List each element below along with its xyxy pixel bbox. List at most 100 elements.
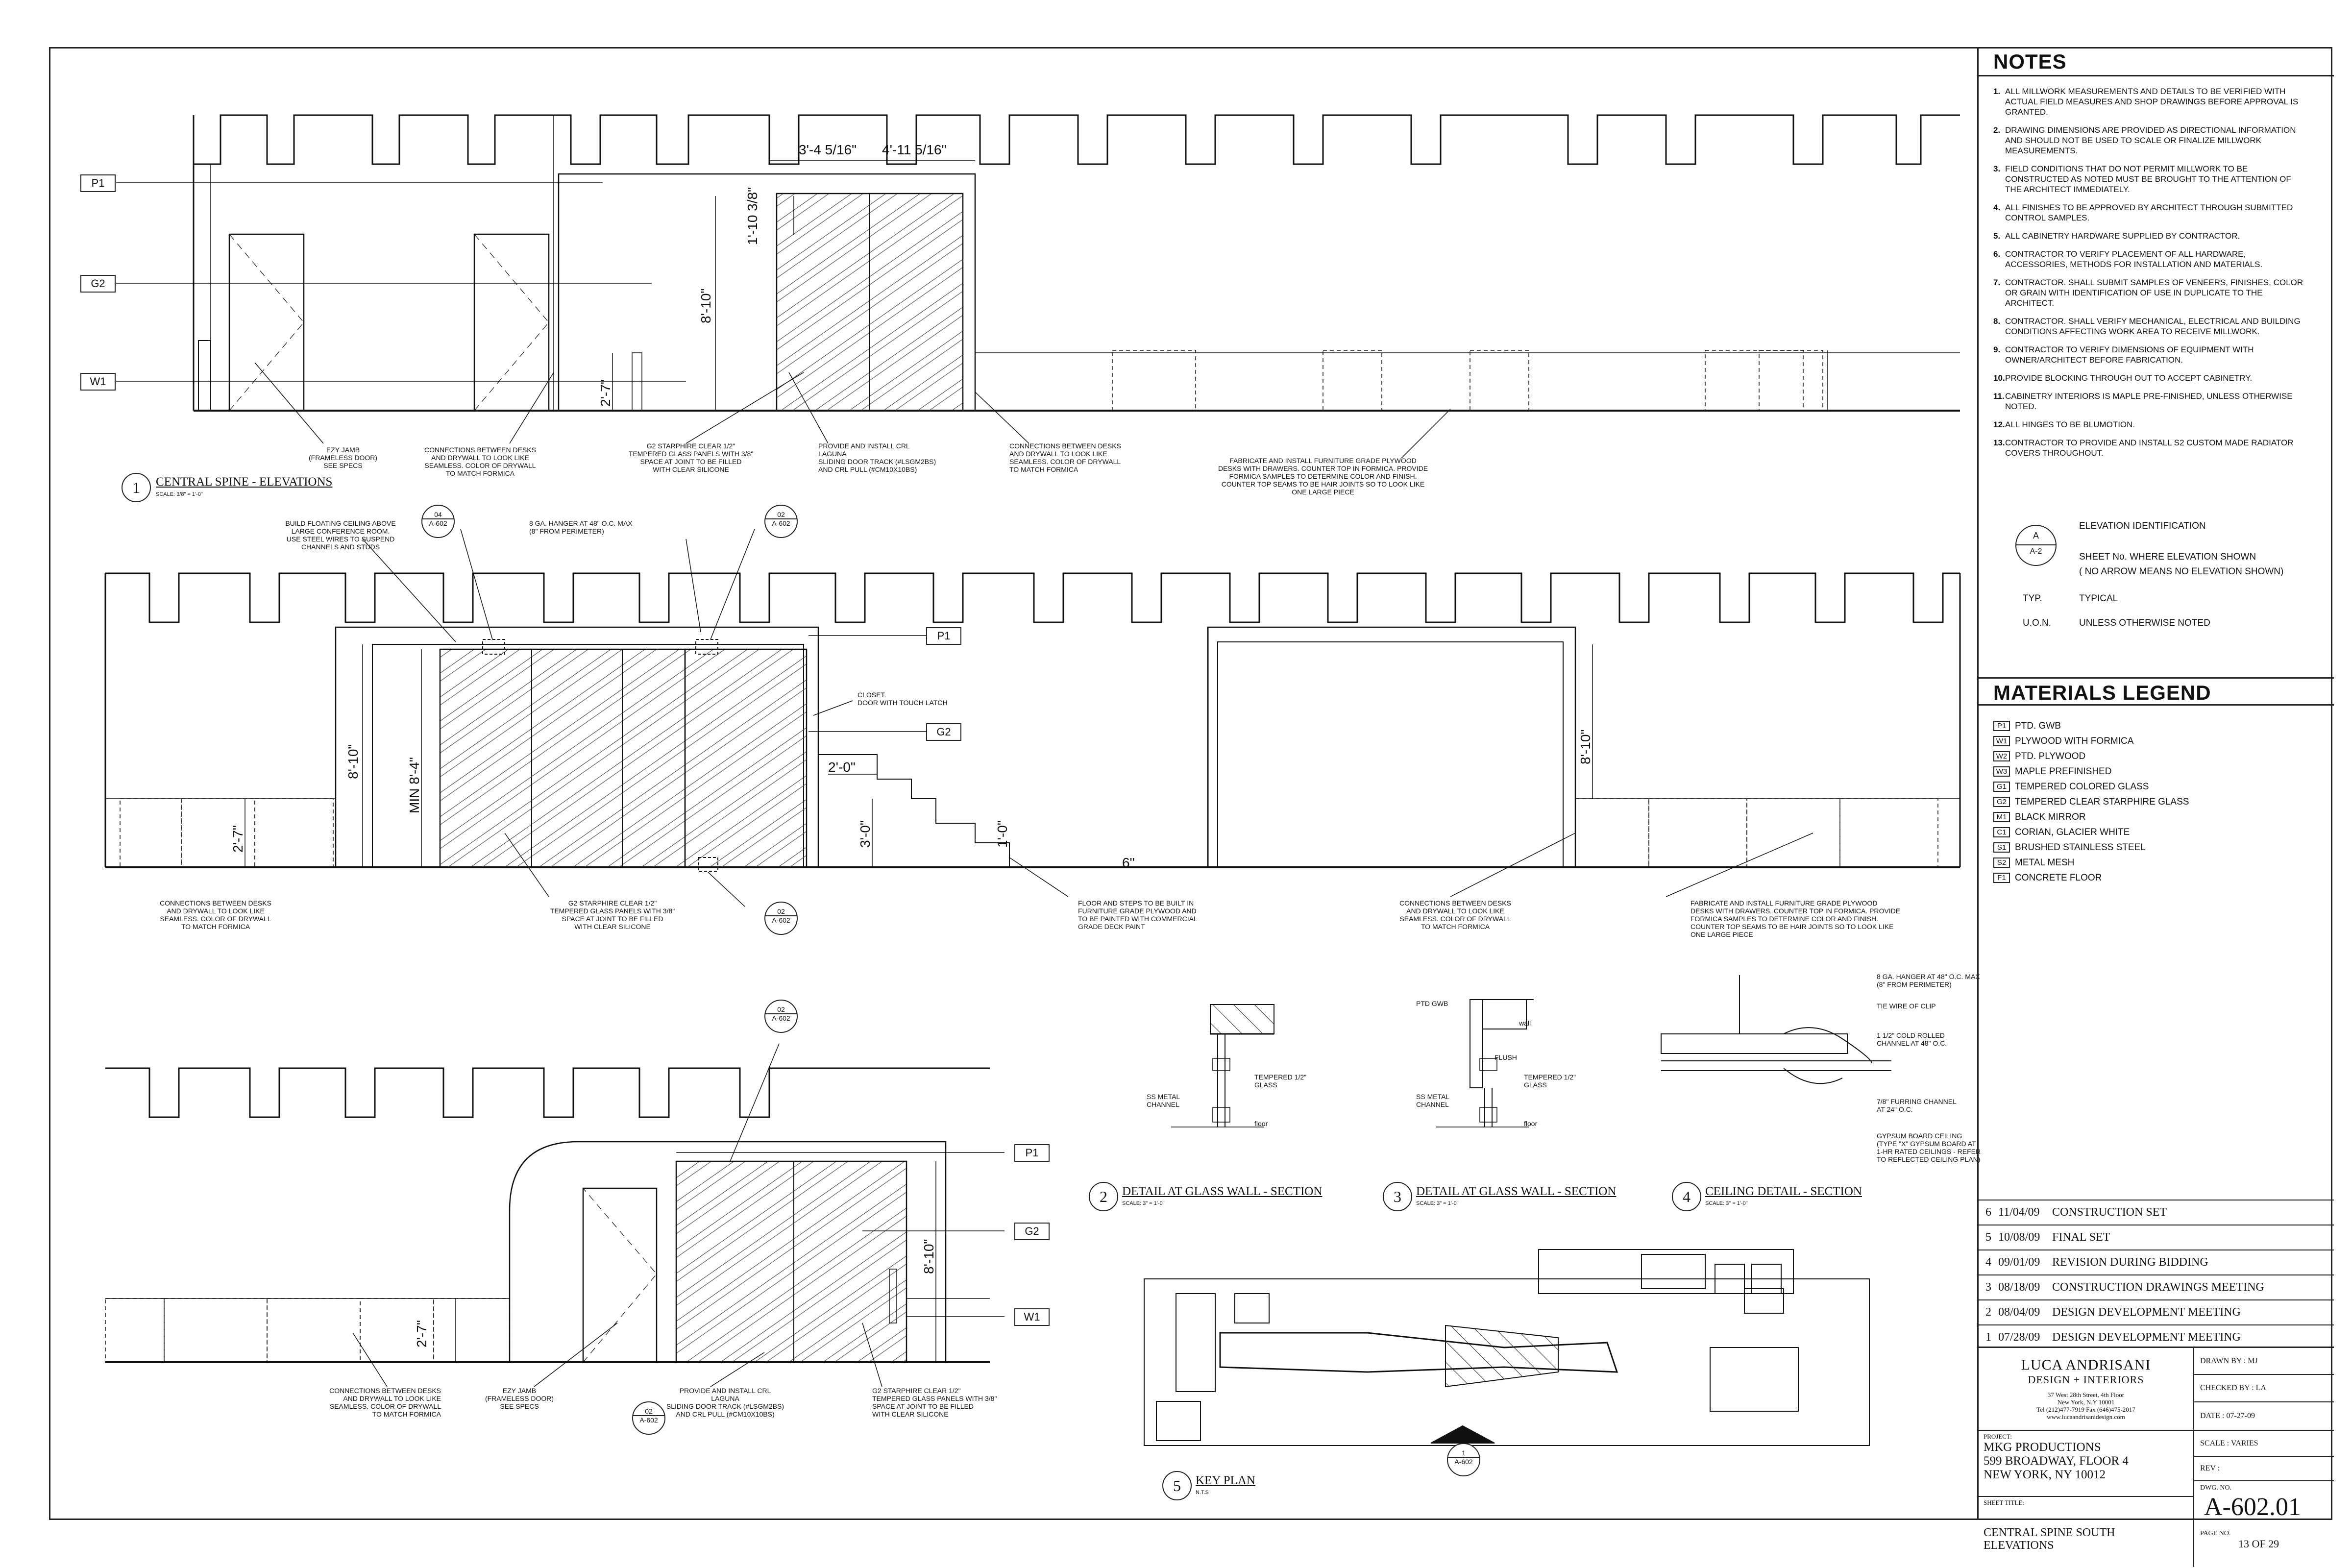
uon-text: UNLESS OTHERWISE NOTED: [2079, 618, 2210, 628]
drawing-number-label: DWG. NO.: [2200, 1484, 2232, 1492]
callout-closet: CLOSET. DOOR WITH TOUCH LATCH: [858, 691, 948, 707]
legend-code: W3: [1993, 766, 2010, 777]
dim-step-rise: 1'-0": [995, 820, 1010, 848]
note-number: 11.: [1993, 392, 2005, 401]
view-5-number: 5: [1162, 1471, 1192, 1500]
callout-floor-steps: FLOOR AND STEPS TO BE BUILT IN FURNITURE…: [1078, 899, 1198, 931]
drawn-by: DRAWN BY : MJ: [2194, 1347, 2334, 1374]
view-5-scale: N.T.S: [1196, 1490, 1209, 1495]
revision-date: 11/04/09: [1998, 1206, 2040, 1219]
legend-code: W1: [1993, 736, 2010, 746]
revision-date: 10/08/09: [1998, 1231, 2040, 1244]
note-text: ALL CABINETRY HARDWARE SUPPLIED BY CONTR…: [2005, 231, 2240, 241]
detail-2-ss-channel: SS METAL CHANNEL: [1147, 1093, 1180, 1108]
note-item: 11.CABINETRY INTERIORS IS MAPLE PRE-FINI…: [1993, 391, 2307, 412]
note-number: 8.: [1993, 317, 2001, 326]
callout-crl-1: PROVIDE AND INSTALL CRL LAGUNA SLIDING D…: [818, 442, 936, 473]
sheet-border: [49, 47, 2332, 1520]
legend-label: PTD. PLYWOOD: [2015, 751, 2086, 761]
legend-label: CONCRETE FLOOR: [2015, 872, 2102, 883]
project-city: NEW YORK, NY 10012: [1984, 1468, 2106, 1481]
callout-ezy-jamb-2: EZY JAMB (FRAMELESS DOOR) SEE SPECS: [485, 1387, 554, 1410]
dim-height-5: MIN 8'-4": [407, 757, 422, 813]
note-item: 8. CONTRACTOR. SHALL VERIFY MECHANICAL, E…: [1993, 316, 2307, 337]
project-block: PROJECT: MKG PRODUCTIONS 599 BROADWAY, F…: [1979, 1430, 2194, 1496]
drawing-number-block: DWG. NO.: [2194, 1480, 2334, 1515]
dim-step-width: 2'-0": [828, 760, 856, 775]
view-1-number: 1: [122, 473, 151, 502]
note-item: 3.FIELD CONDITIONS THAT DO NOT PERMIT MI…: [1993, 164, 2307, 195]
legend-code: G1: [1993, 782, 2010, 792]
uon-abbr: U.O.N.: [2023, 618, 2052, 628]
elevation-3: [105, 1043, 1004, 1387]
legend-code: M1: [1993, 812, 2010, 822]
elevation-2: [104, 529, 1961, 907]
tag-p1-elev3: P1: [1014, 1144, 1050, 1162]
callout-floating-ceiling: BUILD FLOATING CEILING ABOVE LARGE CONFE…: [285, 519, 396, 551]
title-block: NOTES 1. ALL MILLWORK MEASUREMENTS AND DE…: [1977, 47, 2334, 1567]
symbol-sheet-number: A-2: [2030, 547, 2042, 556]
tag-p1-elev2: P1: [926, 627, 961, 645]
detail-2-drawing: [1171, 1004, 1274, 1127]
revision-description: REVISION DURING BIDDING: [2052, 1256, 2208, 1269]
note-number: 6.: [1993, 249, 2001, 259]
page-number-block: PAGE NO. 13 OF 29: [2194, 1523, 2334, 1567]
sheet-title-block: SHEET TITLE: CENTRAL SPINE SOUTH ELEVATI…: [1979, 1496, 2194, 1567]
callout-connections-3: CONNECTIONS BETWEEN DESKS AND DRYWALL TO…: [160, 899, 271, 931]
legend-label: CORIAN, GLACIER WHITE: [2015, 827, 2130, 837]
dim-height-9: 2'-7": [414, 1320, 429, 1348]
legend-code: F1: [1993, 873, 2010, 883]
symbol-elevation-letter: A: [2033, 531, 2039, 540]
notes-heading: NOTES: [1979, 47, 2334, 76]
note-item: 10.PROVIDE BLOCKING THROUGH OUT TO ACCEP…: [1993, 373, 2307, 383]
detail-2-floor: floor: [1254, 1120, 1268, 1127]
revision-description: DESIGN DEVELOPMENT MEETING: [2052, 1306, 2241, 1319]
note-number: 7.: [1993, 278, 2001, 287]
note-text: CONTRACTOR. SHALL SUBMIT SAMPLES OF VENE…: [2005, 278, 2303, 308]
firm-block: LUCA ANDRISANI DESIGN + INTERIORS 37 Wes…: [1979, 1347, 2194, 1430]
note-number: 5.: [1993, 231, 2001, 241]
callout-furniture-1: FABRICATE AND INSTALL FURNITURE GRADE PL…: [1218, 457, 1428, 496]
revision-number: 1: [1985, 1331, 1991, 1344]
note-text: ALL MILLWORK MEASUREMENTS AND DETAILS TO…: [2005, 87, 2299, 117]
note-number: 1.: [1993, 87, 2001, 96]
firm-name: LUCA ANDRISANI: [2021, 1357, 2151, 1373]
detail-3-ss-channel: SS METAL CHANNEL: [1416, 1093, 1450, 1108]
firm-tagline: DESIGN + INTERIORS: [2028, 1373, 2144, 1386]
tag-g2-elev2: G2: [926, 723, 961, 741]
legend-code: C1: [1993, 827, 2010, 837]
view-4-title: CEILING DETAIL - SECTION: [1705, 1185, 1862, 1198]
note-item: 7. CONTRACTOR. SHALL SUBMIT SAMPLES OF VE…: [1993, 277, 2307, 308]
legend-code: S1: [1993, 842, 2010, 853]
dim-height-4: 8'-10": [345, 744, 361, 779]
legend-code: G2: [1993, 797, 2010, 807]
revision-description: FINAL SET: [2052, 1231, 2110, 1244]
legend-item: F1 CONCRETE FLOOR: [1993, 870, 2189, 885]
dim-height-7: 8'-10": [1578, 729, 1593, 764]
detail-2-tempered: TEMPERED 1/2" GLASS: [1254, 1073, 1307, 1089]
note-text: CONTRACTOR. SHALL VERIFY MECHANICAL, ELE…: [2005, 317, 2301, 336]
symbol-no-arrow: ( NO ARROW MEANS NO ELEVATION SHOWN): [2079, 566, 2284, 577]
note-text: CONTRACTOR TO PROVIDE AND INSTALL S2 CUS…: [2005, 438, 2294, 458]
legend-label: PTD. GWB: [2015, 720, 2061, 731]
detail-4-cold-rolled: 1 1/2" COLD ROLLED CHANNEL AT 48" O.C.: [1877, 1031, 1947, 1047]
callout-hanger: 8 GA. HANGER AT 48" O.C. MAX (8" FROM PE…: [529, 519, 633, 535]
note-text: ALL FINISHES TO BE APPROVED BY ARCHITECT…: [2005, 203, 2293, 222]
view-1-scale: SCALE: 3/8" = 1'-0": [156, 491, 203, 497]
firm-address-line2: New York, N.Y 10001: [2057, 1398, 2115, 1406]
